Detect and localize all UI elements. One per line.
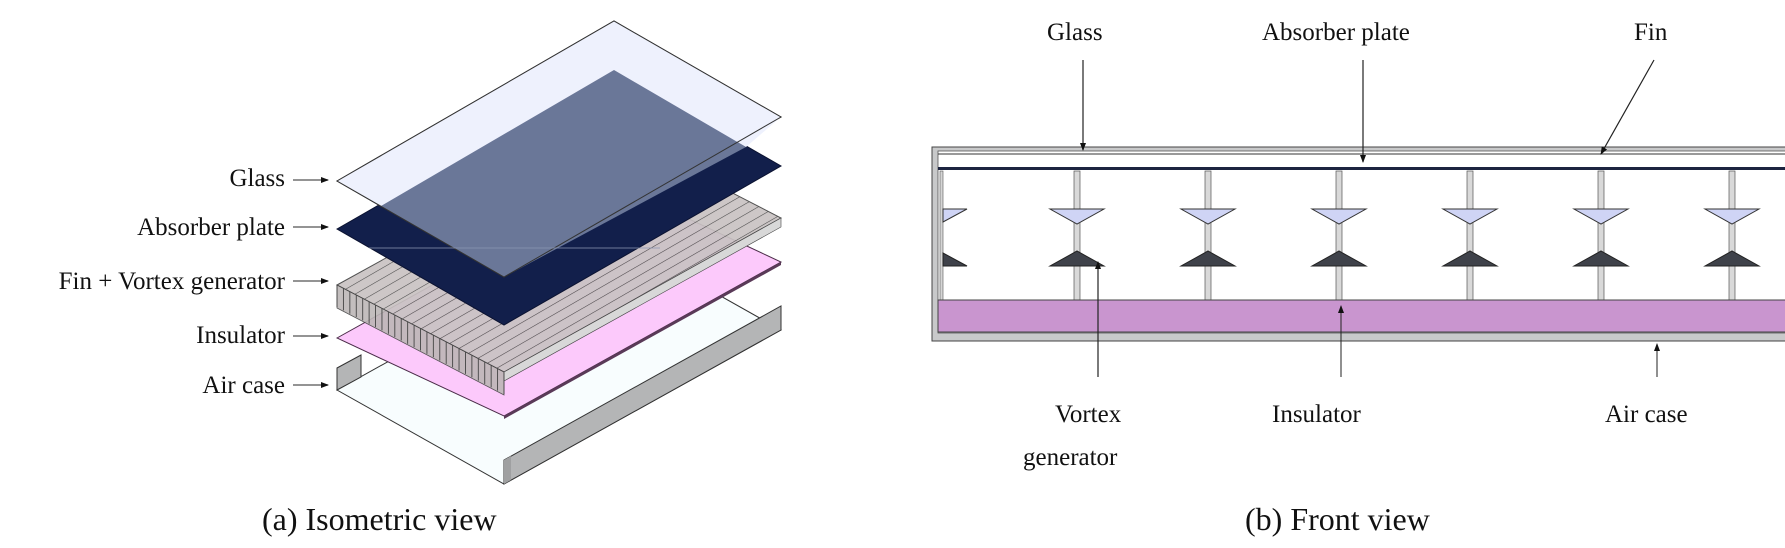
fin-teeth bbox=[336, 285, 505, 394]
vortex-generator-top bbox=[1310, 208, 1368, 225]
fin bbox=[1073, 170, 1081, 301]
label-glass-iso: Glass bbox=[229, 165, 285, 192]
fin bbox=[1466, 170, 1474, 301]
fin bbox=[1728, 170, 1736, 301]
vortex-generator-bottom bbox=[942, 252, 968, 267]
vortex-generator-top bbox=[1441, 208, 1499, 225]
vortex-generator-top bbox=[1048, 208, 1106, 225]
vortex-generator-bottom bbox=[1310, 250, 1368, 267]
label-absorber-iso: Absorber plate bbox=[137, 214, 285, 241]
leader-fin bbox=[1600, 59, 1655, 155]
absorber-plate-front bbox=[938, 167, 1785, 170]
vortex-generator-top bbox=[942, 208, 968, 223]
caption-a: (a) Isometric view bbox=[262, 501, 497, 537]
vortex-generator-top bbox=[1703, 208, 1761, 225]
fin-left-wall bbox=[939, 170, 944, 301]
vortex-generator-bottom bbox=[1703, 250, 1761, 267]
label-aircase-front: Air case bbox=[1605, 401, 1688, 428]
vortex-generator-bottom bbox=[1048, 250, 1106, 267]
vortex-generator-top bbox=[1572, 208, 1630, 225]
fin bbox=[1204, 170, 1212, 301]
vortex-generator-bottom bbox=[1572, 250, 1630, 267]
insulator-front bbox=[937, 299, 1785, 333]
glass-top-region bbox=[337, 21, 781, 206]
label-vortex-line1: Vortex bbox=[1055, 401, 1122, 428]
label-vortex-line2: generator bbox=[1023, 444, 1118, 471]
label-insulator-front: Insulator bbox=[1272, 401, 1361, 428]
vortex-generator-bottom bbox=[1441, 250, 1499, 267]
label-aircase-iso: Air case bbox=[202, 372, 285, 399]
vortex-generator-top bbox=[1179, 208, 1237, 225]
glass-absorber-overlap bbox=[381, 70, 746, 277]
label-absorber-front: Absorber plate bbox=[1262, 19, 1410, 46]
fin bbox=[1597, 170, 1605, 301]
label-glass-front: Glass bbox=[1047, 19, 1103, 46]
vortex-generator-bottom bbox=[1179, 250, 1237, 267]
fin bbox=[1335, 170, 1343, 301]
caption-b: (b) Front view bbox=[1245, 501, 1430, 537]
label-insulator-iso: Insulator bbox=[196, 322, 285, 349]
glass-outline bbox=[335, 20, 783, 278]
label-fin-iso: Fin + Vortex generator bbox=[58, 268, 285, 295]
label-fin-front: Fin bbox=[1634, 19, 1668, 46]
front-view-drawing bbox=[931, 146, 1785, 342]
